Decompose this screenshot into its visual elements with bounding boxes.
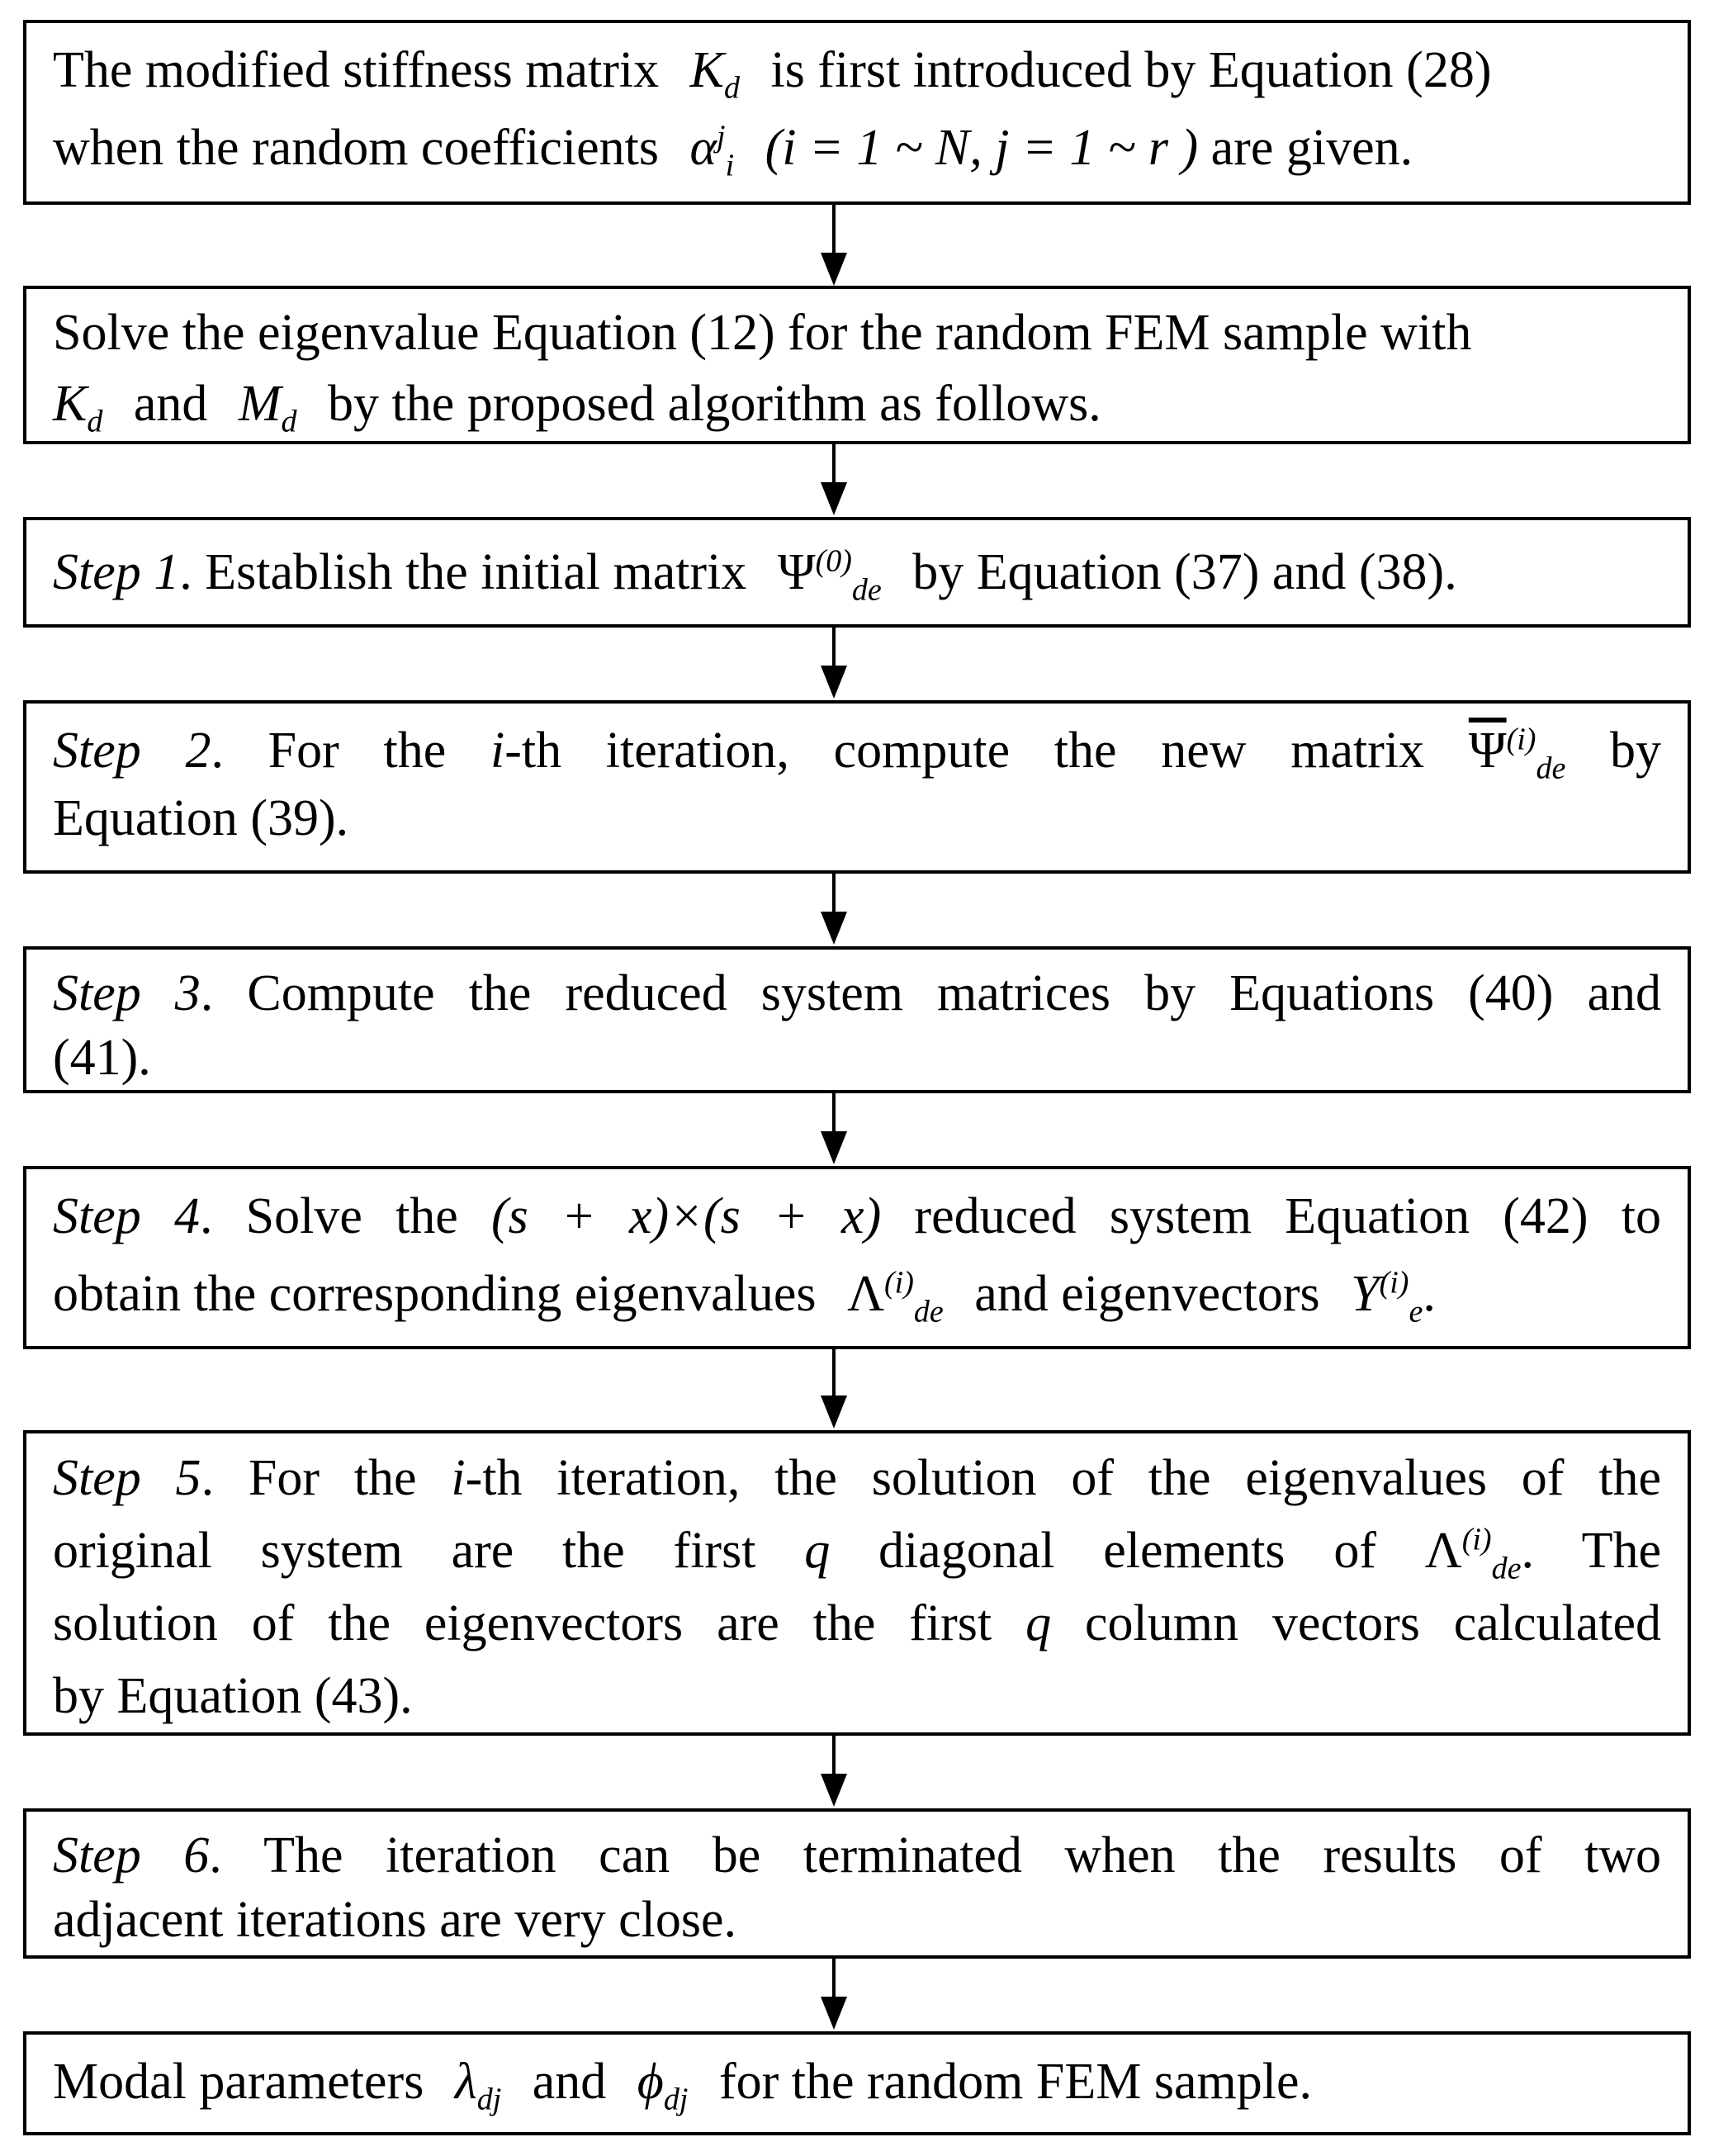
symbol-phi: ϕdj <box>637 2054 689 2117</box>
flow-arrow <box>832 205 836 256</box>
step-label: Step 1 <box>53 544 180 600</box>
matrix-size-expression: (s + x)×(s + x) <box>491 1188 882 1244</box>
step-label: Step 5 <box>53 1450 201 1506</box>
flow-box-result: Modal parameters λdj and ϕdj for the ran… <box>23 2031 1691 2135</box>
flow-box-step-2: Step 2. For the i-th iteration, compute … <box>23 700 1691 874</box>
box-text: Equation (39). <box>53 790 349 846</box>
arrow-head <box>821 912 847 945</box>
flow-box-step-3: Step 3. Compute the reduced system matri… <box>23 946 1691 1093</box>
symbol-psi: Ψ(0)de <box>777 543 882 608</box>
step-label: Step 2 <box>53 723 211 779</box>
flow-box-step-4: Step 4. Solve the (s + x)×(s + x) reduce… <box>23 1166 1691 1349</box>
box-text: by Equation (43). <box>53 1668 413 1724</box>
box-text: The modified stiffness matrix <box>53 42 660 98</box>
flow-box-step-1: Step 1. Establish the initial matrix Ψ(0… <box>23 517 1691 628</box>
arrow-head <box>821 1131 847 1164</box>
step-label: Step 3 <box>53 965 201 1021</box>
flow-box-step-6: Step 6. The iteration can be terminated … <box>23 1808 1691 1959</box>
symbol-lambda: λdj <box>454 2054 502 2117</box>
flow-box-solve: Solve the eigenvalue Equation (12) for t… <box>23 286 1691 444</box>
box-text: (41). <box>53 1030 151 1086</box>
box-text: adjacent iterations are very close. <box>53 1892 736 1948</box>
box-text: when the random coefficients <box>53 120 659 176</box>
flow-arrow <box>832 1093 836 1136</box>
symbol-lambda-capital: Λ(i)de <box>1424 1522 1522 1586</box>
index-range: (i = 1 ~ N, j = 1 ~ r ) <box>765 120 1199 176</box>
box-text: by the proposed algorithm as follows. <box>328 376 1101 432</box>
flow-arrow <box>832 1959 836 2002</box>
arrow-head <box>821 1395 847 1429</box>
symbol-lambda-capital: Λ(i)de <box>847 1265 944 1329</box>
box-text: are given. <box>1210 120 1413 176</box>
flow-box-step-5: Step 5. For the i-th iteration, the solu… <box>23 1430 1691 1736</box>
flow-arrow <box>832 1349 836 1400</box>
flow-arrow <box>832 1736 836 1779</box>
symbol-K-d: Kd <box>689 42 740 106</box>
step-label: Step 4 <box>53 1188 200 1244</box>
arrow-head <box>821 1774 847 1807</box>
step-label: Step 6 <box>53 1827 210 1884</box>
symbol-alpha: αji <box>689 119 735 183</box>
symbol-M-d: Md <box>238 376 297 439</box>
arrow-head <box>821 666 847 699</box>
symbol-K-d: Kd <box>53 376 103 439</box>
symbol-Y: Y(i)e <box>1351 1265 1423 1329</box>
box-text: Solve the eigenvalue Equation (12) for t… <box>53 305 1472 361</box>
box-text: is first introduced by Equation (28) <box>770 42 1492 98</box>
arrow-head <box>821 1997 847 2030</box>
symbol-psi-bar: Ψ(i)de <box>1468 722 1566 786</box>
flow-arrow <box>832 874 836 917</box>
arrow-head <box>821 253 847 286</box>
flow-arrow <box>832 628 836 670</box>
flow-arrow <box>832 444 836 487</box>
arrow-head <box>821 482 847 515</box>
flow-box-start: The modified stiffness matrix Kd is firs… <box>23 20 1691 205</box>
